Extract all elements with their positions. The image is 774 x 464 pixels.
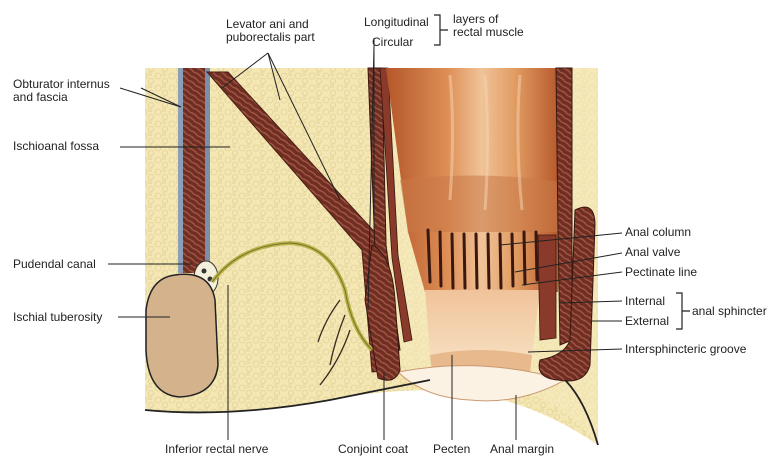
label-pudendal-canal: Pudendal canal: [13, 258, 96, 271]
label-anal-column: Anal column: [625, 226, 691, 239]
label-obturator-line2: and fascia: [13, 91, 110, 104]
label-layers-line2: rectal muscle: [453, 26, 524, 39]
label-levator-line2: puborectalis part: [226, 31, 315, 44]
label-inferior-rectal-nerve: Inferior rectal nerve: [165, 443, 268, 456]
label-pecten: Pecten: [433, 443, 470, 456]
label-ischioanal-fossa: Ischioanal fossa: [13, 140, 99, 153]
label-anal-sphincter: anal sphincter: [692, 305, 767, 318]
label-anal-margin: Anal margin: [490, 443, 554, 456]
label-conjoint-coat: Conjoint coat: [338, 443, 408, 456]
label-longitudinal: Longitudinal: [364, 16, 429, 29]
label-anal-valve: Anal valve: [625, 246, 680, 259]
ischial-tuberosity: [146, 274, 218, 397]
label-obturator: Obturator internus and fascia: [13, 78, 110, 104]
pecten-zone: [425, 290, 540, 372]
label-pectinate-line: Pectinate line: [625, 266, 697, 279]
label-levator: Levator ani and puborectalis part: [226, 18, 315, 44]
label-ischial-tuberosity: Ischial tuberosity: [13, 311, 102, 324]
obturator-internus: [178, 68, 210, 273]
label-internal: Internal: [625, 295, 665, 308]
label-intersphincteric-groove: Intersphincteric groove: [625, 343, 746, 356]
label-external: External: [625, 315, 669, 328]
label-circular: Circular: [372, 36, 413, 49]
label-layers-rectal-muscle: layers of rectal muscle: [453, 13, 524, 39]
